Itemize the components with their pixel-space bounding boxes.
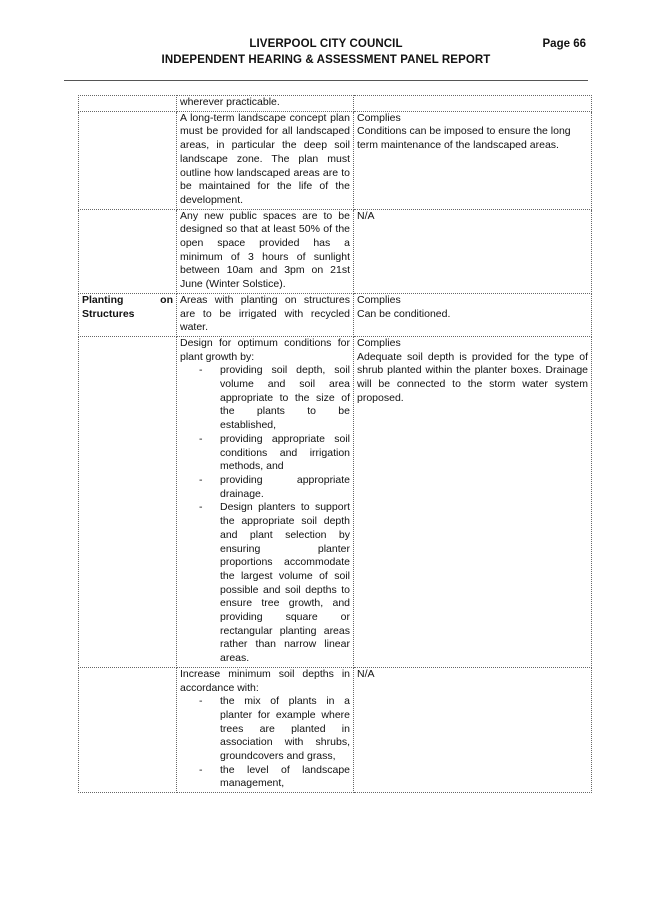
section-cell: Planting on Structures bbox=[78, 292, 177, 337]
list-item: the mix of plants in a planter for examp… bbox=[199, 695, 350, 764]
requirement-cell: Design for optimum conditions for plant … bbox=[176, 335, 354, 668]
comment-cell: N/A bbox=[353, 666, 592, 794]
comment-cell: Complies Adequate soil depth is provided… bbox=[353, 335, 592, 668]
section-cell bbox=[78, 335, 177, 668]
page-header: LIVERPOOL CITY COUNCIL INDEPENDENT HEARI… bbox=[0, 38, 652, 74]
compliance-table: wherever practicable. A long-term landsc… bbox=[78, 95, 592, 794]
list-item: Design planters to support the appropria… bbox=[199, 501, 350, 665]
comment-cell: N/A bbox=[353, 208, 592, 294]
comment-cell bbox=[353, 95, 592, 112]
page-number: Page 66 bbox=[542, 38, 586, 50]
status-text: Complies bbox=[357, 336, 401, 349]
section-label-line2: Structures bbox=[82, 307, 135, 320]
header-rule bbox=[64, 80, 588, 81]
comment-text: Adequate soil depth is provided for the … bbox=[357, 350, 588, 404]
section-cell bbox=[78, 666, 177, 794]
requirement-text: Areas with planting on structures are to… bbox=[180, 293, 350, 334]
requirement-text: Any new public spaces are to be designed… bbox=[180, 209, 350, 291]
requirement-text: A long-term landscape concept plan must … bbox=[180, 111, 350, 206]
requirement-text: Design for optimum conditions for plant … bbox=[180, 336, 350, 363]
comment-text: Conditions can be imposed to ensure the … bbox=[357, 125, 571, 152]
bullet-list: the mix of plants in a planter for examp… bbox=[180, 695, 350, 791]
requirement-cell: Any new public spaces are to be designed… bbox=[176, 208, 354, 294]
section-cell bbox=[78, 110, 177, 210]
list-item: providing appropriate soil conditions an… bbox=[199, 433, 350, 474]
table-row: Increase minimum soil depths in accordan… bbox=[78, 666, 592, 794]
list-item: providing soil depth, soil volume and so… bbox=[199, 364, 350, 433]
report-title: INDEPENDENT HEARING & ASSESSMENT PANEL R… bbox=[161, 54, 491, 66]
list-item: providing appropriate drainage. bbox=[199, 474, 350, 501]
table-row: Planting on Structures Areas with planti… bbox=[78, 292, 592, 337]
requirement-text: wherever practicable. bbox=[180, 96, 280, 108]
section-cell bbox=[78, 208, 177, 294]
section-cell bbox=[78, 95, 177, 112]
table-row: Design for optimum conditions for plant … bbox=[78, 335, 592, 668]
status-text: N/A bbox=[357, 209, 375, 222]
requirement-cell: wherever practicable. bbox=[176, 95, 354, 112]
table-row: A long-term landscape concept plan must … bbox=[78, 110, 592, 210]
status-text: N/A bbox=[357, 667, 375, 680]
table-row: wherever practicable. bbox=[78, 95, 592, 112]
section-label-line1: Planting on bbox=[82, 293, 173, 306]
requirement-cell: Increase minimum soil depths in accordan… bbox=[176, 666, 354, 794]
status-text: Complies bbox=[357, 111, 401, 124]
council-name: LIVERPOOL CITY COUNCIL bbox=[249, 38, 403, 50]
status-text: Complies bbox=[357, 293, 401, 306]
table-row: Any new public spaces are to be designed… bbox=[78, 208, 592, 294]
requirement-cell: A long-term landscape concept plan must … bbox=[176, 110, 354, 210]
comment-text: Can be conditioned. bbox=[357, 307, 451, 320]
bullet-list: providing soil depth, soil volume and so… bbox=[180, 364, 350, 665]
requirement-text: Increase minimum soil depths in accordan… bbox=[180, 667, 350, 694]
comment-cell: Complies Conditions can be imposed to en… bbox=[353, 110, 592, 210]
comment-cell: Complies Can be conditioned. bbox=[353, 292, 592, 337]
requirement-cell: Areas with planting on structures are to… bbox=[176, 292, 354, 337]
list-item: the level of landscape management, bbox=[199, 764, 350, 791]
